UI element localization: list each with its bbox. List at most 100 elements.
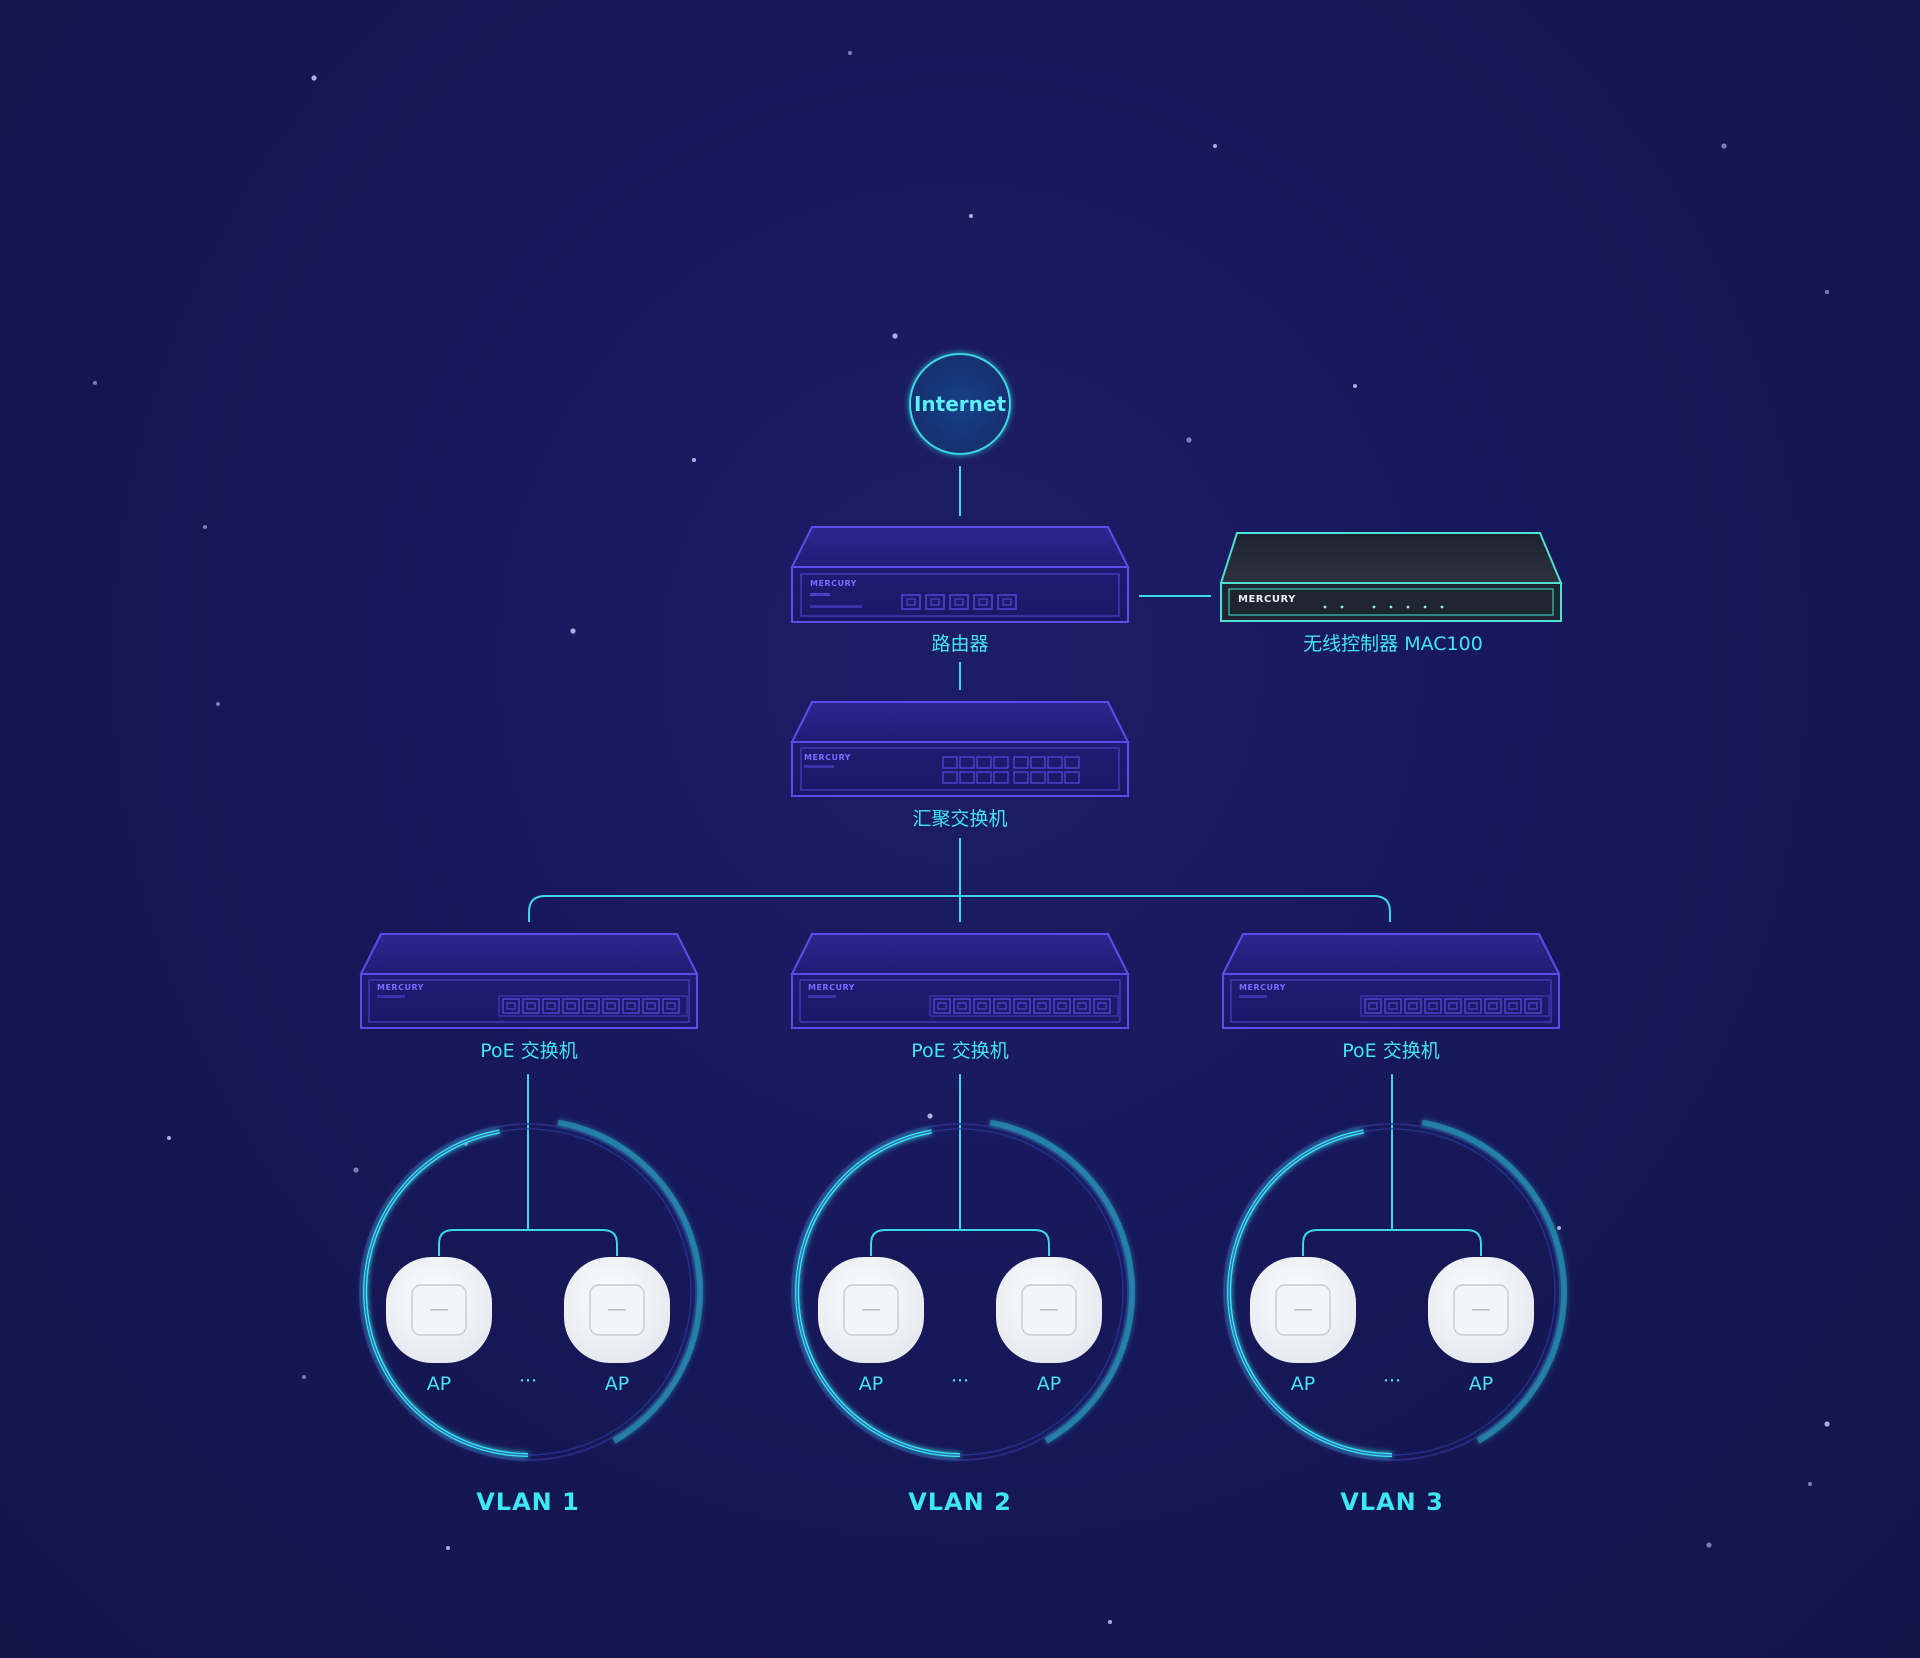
star xyxy=(1706,1542,1712,1548)
access-point-label: AP xyxy=(1037,1373,1061,1395)
ethernet-port xyxy=(949,594,969,610)
star xyxy=(1213,144,1217,148)
star xyxy=(93,381,97,385)
ethernet-port-jack xyxy=(546,1002,556,1010)
ethernet-port xyxy=(997,594,1017,610)
status-led xyxy=(1423,605,1427,609)
access-point-label: AP xyxy=(1291,1373,1315,1395)
ethernet-port xyxy=(502,998,520,1014)
ethernet-port xyxy=(901,594,921,610)
ethernet-port xyxy=(933,998,951,1014)
ethernet-port xyxy=(662,998,680,1014)
ethernet-port xyxy=(993,998,1011,1014)
star xyxy=(302,1375,306,1379)
status-led xyxy=(1389,605,1393,609)
star xyxy=(570,628,576,634)
access-point-label: AP xyxy=(427,1373,451,1395)
ethernet-port-jack xyxy=(1448,1002,1458,1010)
ethernet-port-jack xyxy=(1017,1002,1027,1010)
ethernet-port-jack xyxy=(997,1002,1007,1010)
ellipsis: ··· xyxy=(951,1370,969,1392)
ethernet-port-jack xyxy=(606,1002,616,1010)
ethernet-port-jack xyxy=(978,598,988,606)
aggregation-switch-label: 汇聚交换机 xyxy=(912,808,1007,830)
ellipsis: ··· xyxy=(519,1370,537,1392)
ethernet-port-jack xyxy=(1368,1002,1378,1010)
ethernet-port-jack xyxy=(586,1002,596,1010)
ethernet-port xyxy=(1064,771,1080,784)
ethernet-port-jack xyxy=(1002,598,1012,606)
switch-top xyxy=(1221,933,1561,975)
vlan-ring-inner xyxy=(1228,1128,1556,1456)
ethernet-port xyxy=(993,771,1009,784)
ethernet-port xyxy=(562,998,580,1014)
poe-switch-label: PoE 交换机 xyxy=(911,1040,1008,1062)
star xyxy=(1721,143,1727,149)
ethernet-port-jack xyxy=(1508,1002,1518,1010)
star xyxy=(203,525,207,529)
access-point-icon xyxy=(996,1257,1102,1363)
vlan-ring-inner xyxy=(796,1128,1124,1456)
ethernet-port-jack xyxy=(626,1002,636,1010)
star xyxy=(167,1136,171,1140)
ethernet-port xyxy=(1504,998,1522,1014)
ethernet-port-jack xyxy=(1408,1002,1418,1010)
ap-branch-line xyxy=(438,1229,618,1256)
ethernet-port-jack xyxy=(1037,1002,1047,1010)
access-point-icon xyxy=(386,1257,492,1363)
ethernet-port-jack xyxy=(954,598,964,606)
ethernet-port-jack xyxy=(957,1002,967,1010)
ethernet-port xyxy=(953,998,971,1014)
model-text xyxy=(377,995,405,998)
vlan-label: VLAN 3 xyxy=(1340,1488,1444,1516)
model-text xyxy=(1239,995,1267,998)
star xyxy=(216,702,220,706)
ap-branch-line xyxy=(1302,1229,1482,1256)
star xyxy=(969,214,973,218)
ethernet-port xyxy=(1013,771,1029,784)
controller-device: MERCURY 无线控制器 MAC100 xyxy=(1219,532,1563,655)
aggregation-switch-ports xyxy=(942,756,1080,784)
ethernet-port xyxy=(1093,998,1111,1014)
star xyxy=(1557,1226,1561,1230)
switch-front-bezel xyxy=(368,979,690,1023)
star xyxy=(1108,1620,1112,1624)
access-point-logo-mark xyxy=(1294,1309,1312,1311)
ethernet-port xyxy=(582,998,600,1014)
ethernet-port-jack xyxy=(526,1002,536,1010)
ethernet-port-jack xyxy=(666,1002,676,1010)
ethernet-port xyxy=(1464,998,1482,1014)
access-point-icon xyxy=(1428,1257,1534,1363)
access-point-logo-mark xyxy=(1472,1309,1490,1311)
ethernet-port xyxy=(1444,998,1462,1014)
internet-node: Internet xyxy=(909,353,1011,455)
ethernet-port-jack xyxy=(1077,1002,1087,1010)
ethernet-port xyxy=(959,756,975,769)
status-led xyxy=(1323,605,1327,609)
star xyxy=(446,1546,450,1550)
poe-switch-label: PoE 交换机 xyxy=(480,1040,577,1062)
status-led xyxy=(1406,605,1410,609)
ethernet-port xyxy=(542,998,560,1014)
star xyxy=(1353,384,1357,388)
ethernet-port xyxy=(642,998,660,1014)
ethernet-port xyxy=(1033,998,1051,1014)
ethernet-port xyxy=(1404,998,1422,1014)
ethernet-port xyxy=(1047,771,1063,784)
ethernet-port xyxy=(1073,998,1091,1014)
ethernet-port-jack xyxy=(646,1002,656,1010)
ethernet-port xyxy=(973,594,993,610)
ethernet-port-jack xyxy=(930,598,940,606)
switch-front-bezel xyxy=(799,979,1121,1023)
access-point-logo-mark xyxy=(608,1309,626,1311)
internet-label: Internet xyxy=(914,392,1006,416)
ethernet-port xyxy=(1424,998,1442,1014)
status-led xyxy=(1372,605,1376,609)
ethernet-port xyxy=(1047,756,1063,769)
